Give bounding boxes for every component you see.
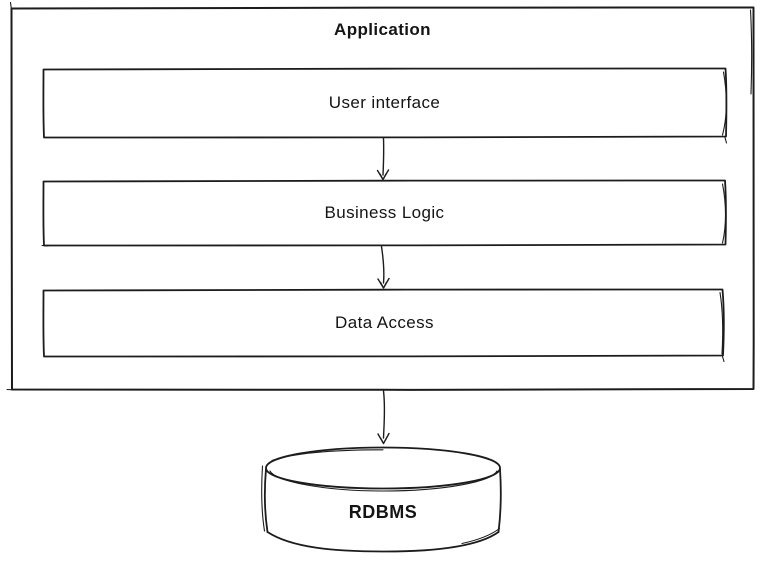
cylinder-right-side (497, 468, 502, 533)
business-logic-box-outline (42, 179, 727, 247)
business-logic-box (41, 179, 727, 247)
application-box-outline (10, 6, 756, 391)
business-logic-box-sketch-accent (41, 183, 727, 247)
cylinder-top-ellipse-sketch-accent (269, 449, 498, 492)
data-access-box-outline (42, 288, 725, 358)
cylinder-left-side-sketch-accent (261, 465, 266, 532)
user-interface-box (42, 67, 728, 144)
arrowhead-icon (376, 169, 390, 181)
user-interface-box-sketch-accent (721, 71, 728, 144)
application-box (6, 1, 756, 391)
arrow-shaft (382, 137, 385, 176)
arrow-user-interface-to-business-logic (376, 137, 390, 181)
cylinder-left-side (263, 468, 269, 533)
user-interface-box-outline (42, 67, 728, 139)
cylinder-top-ellipse (265, 446, 501, 490)
layer-label-business-logic: Business Logic (324, 203, 445, 222)
data-access-box (42, 288, 725, 363)
arrow-shaft (380, 245, 385, 284)
data-access-box-sketch-accent (719, 291, 725, 363)
layer-label-user-interface: User interface (328, 93, 441, 112)
cylinder-bottom-arc-sketch-accent (461, 527, 501, 545)
arrow-shaft (382, 390, 386, 439)
rdbms-label: RDBMS (348, 502, 418, 522)
arrow-application-to-rdbms (377, 390, 390, 445)
layer-label-data-access: Data Access (335, 313, 434, 332)
application-box-sketch-accent (6, 1, 753, 391)
arrowhead-icon (377, 277, 390, 289)
arrowhead-icon (377, 432, 390, 445)
rdbms-cylinder (261, 446, 502, 553)
arrow-business-logic-to-data-access (377, 245, 390, 289)
application-title: Application (334, 20, 431, 39)
cylinder-bottom-arc (266, 531, 500, 553)
